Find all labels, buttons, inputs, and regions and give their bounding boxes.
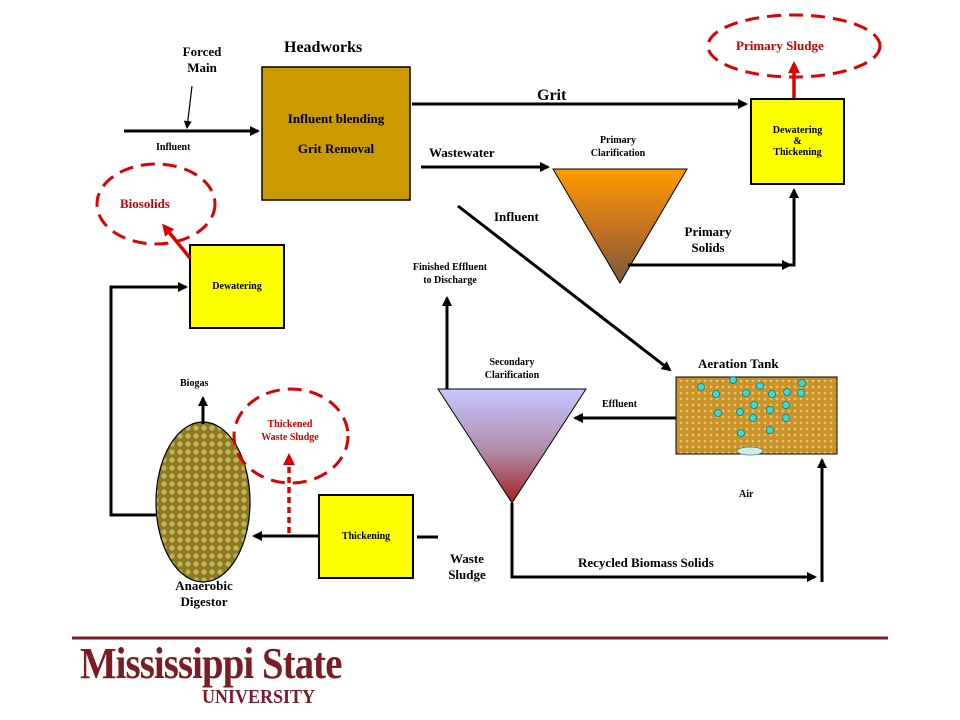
primary-solids-label: Primary Solids [668,224,748,257]
dewatering-thickening-box [750,98,845,185]
box-text: Thickening [773,147,822,158]
logo-university: UNIVERSITY [202,686,316,708]
label-line: Anaerobic [175,578,233,593]
anaerobic-digester [155,421,251,583]
box-text: Dewatering [212,281,262,292]
thickened-sludge-callout [232,387,350,485]
air-diffuser [736,446,764,456]
label-line: Secondary [489,357,535,368]
biosolids-label: Biosolids [120,196,170,211]
dewatering-text: Dewatering [190,245,284,328]
label-line: Sludge [448,567,486,583]
label-line: Waste [450,551,484,566]
box-text: Thickening [341,531,391,542]
headworks-title: Headworks [284,39,363,56]
thickened-waste-sludge-label: Thickened Waste Sludge [244,419,336,444]
aeration-tank-label: Aeration Tank [698,356,779,371]
influent-to-aeration-arrow [457,204,672,372]
label-line: Digestor [180,594,228,610]
mississippi-state-logo: Mississippi State UNIVERSITY [80,639,377,709]
anaerobic-digestor-label: Anaerobic Digestor [160,578,248,611]
influent-mid-label: Influent [494,209,539,224]
primary-clarification-label: Primary Clarification [570,135,666,160]
digester-to-dewatering-line [109,282,188,517]
dewatering-thickening-text: Dewatering & Thickening [751,99,844,184]
dewatering-box [189,244,285,329]
label-line: Primary [684,224,732,239]
air-label: Air [739,489,754,500]
headworks-line2: Grit Removal [297,140,375,156]
air-bubbles [697,376,806,437]
forced-main-pointer [183,85,193,129]
primary-sludge-label: Primary Sludge [736,38,824,53]
waste-sludge-label: Waste Sludge [436,551,498,584]
label-line: Clarification [484,369,540,381]
primary-clarifier [552,168,688,284]
headworks-box [261,66,411,201]
grit-label: Grit [537,87,567,104]
effluent-label: Effluent [602,399,637,410]
thickening-box [318,494,414,579]
forced-main-line: Forced [182,44,222,59]
label-line: Primary [599,135,637,146]
thickening-text: Thickening [319,495,413,578]
box-text: & [793,136,802,147]
logo-wordmark: Mississippi State [80,639,342,688]
headworks-box-text: Influent blending Grit Removal [262,67,410,200]
label-line: Thickened [267,419,313,430]
influent-label: Influent [156,142,191,153]
recycled-biomass-label: Recycled Biomass Solids [578,555,714,570]
label-line: Clarification [590,147,646,159]
label-line: to Discharge [423,274,477,286]
biosolids-red-arrow [162,223,192,260]
label-line: Solids [691,240,725,256]
wastewater-label: Wastewater [429,145,495,160]
box-text: Dewatering [772,125,823,136]
forced-main-label: Forced Main [168,44,236,77]
secondary-clarification-label: Secondary Clarification [464,357,560,382]
finished-effluent-label: Finished Effluent to Discharge [392,262,508,287]
label-line: Waste Sludge [261,431,319,443]
biogas-label: Biogas [180,378,209,389]
forced-main-line: Main [187,60,217,76]
biosolids-callout [95,162,217,246]
secondary-clarifier [437,388,587,504]
label-line: Finished Effluent [412,262,488,273]
headworks-line1: Influent blending [287,110,385,126]
